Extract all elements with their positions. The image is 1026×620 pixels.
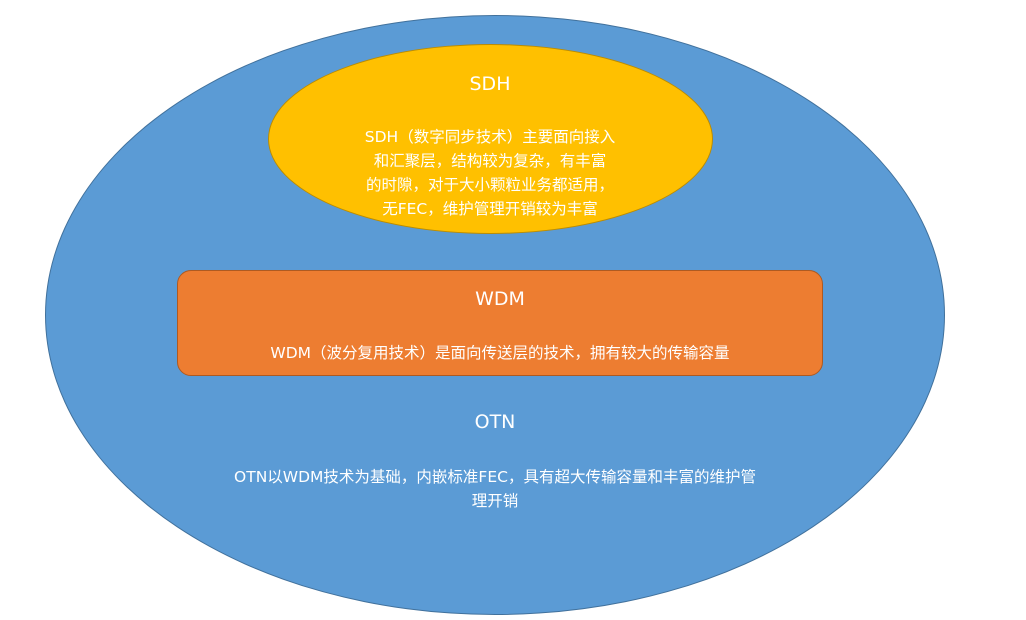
sdh-title: SDH [469, 73, 511, 95]
otn-title: OTN [474, 411, 516, 433]
wdm-box [177, 270, 823, 376]
sdh-ellipse [268, 44, 713, 234]
wdm-description: WDM（波分复用技术）是面向传送层的技术，拥有较大的传输容量 [270, 344, 730, 362]
sdh-description: SDH（数字同步技术）主要面向接入 和汇聚层，结构较为复杂，有丰富 的时隙，对于… [364, 128, 616, 218]
wdm-title: WDM [475, 288, 525, 310]
otn-description: OTN以WDM技术为基础，内嵌标准FEC，具有超大传输容量和丰富的维护管 理开销 [234, 468, 756, 510]
